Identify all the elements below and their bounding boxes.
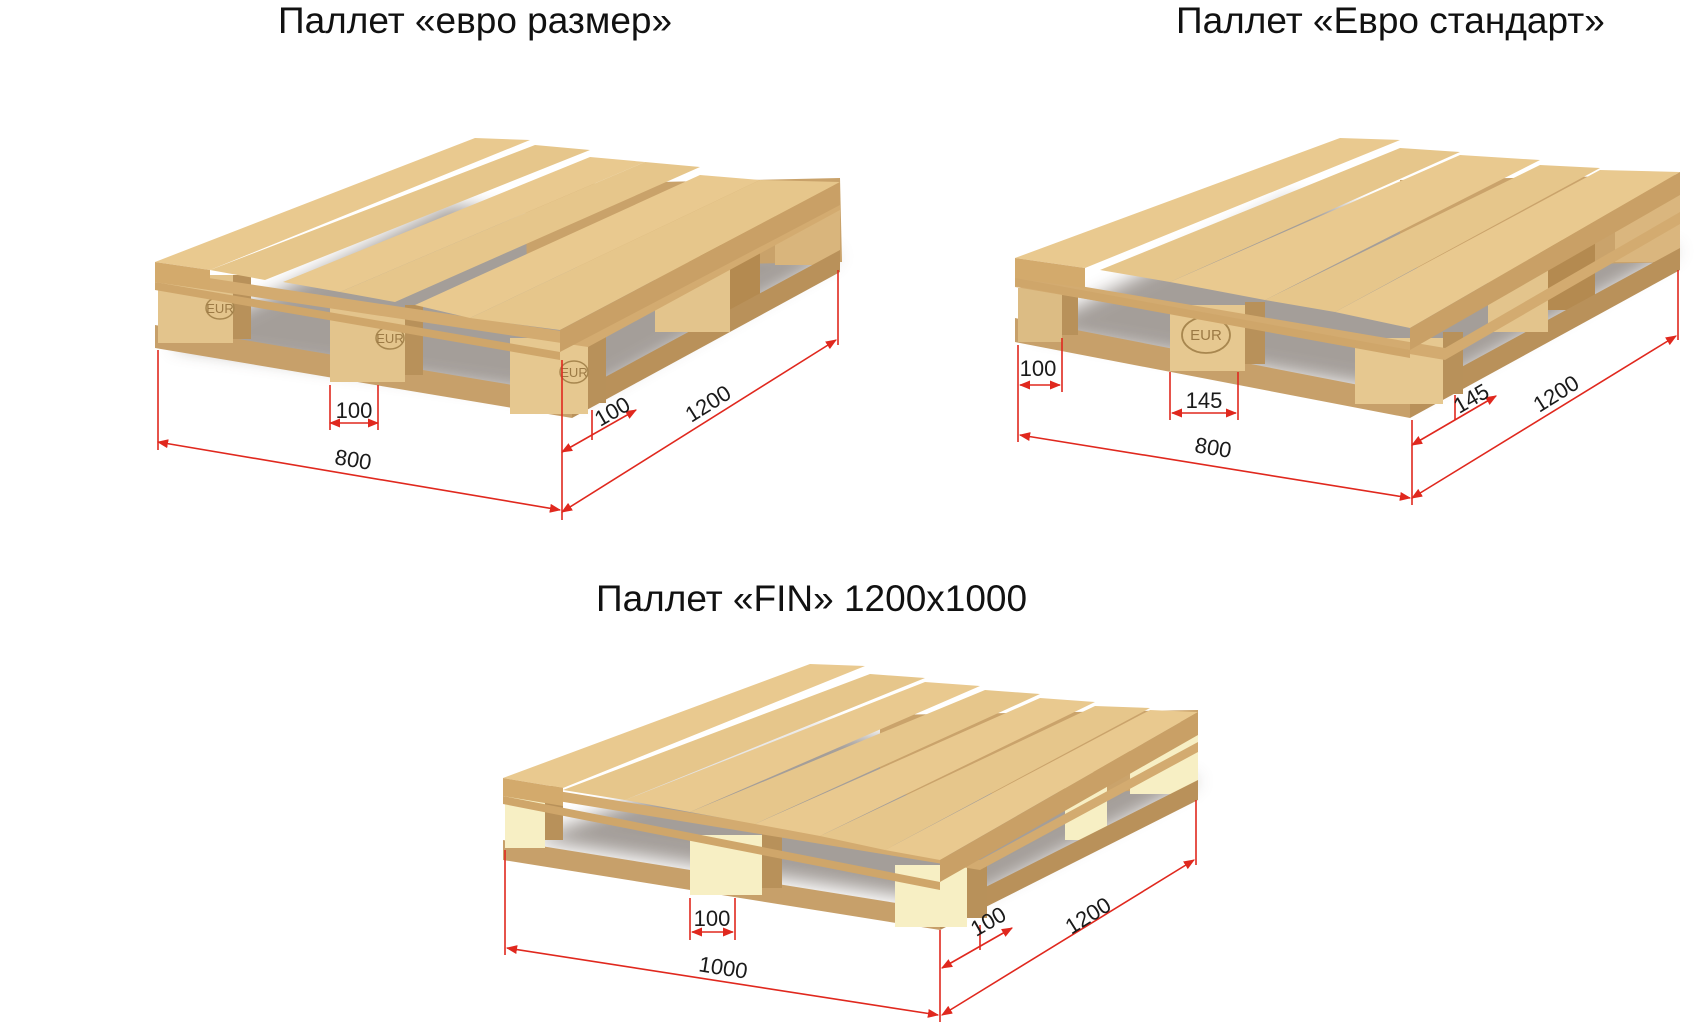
pallet-top-deck [1015, 138, 1680, 358]
pallet-title-fin: Паллет «FIN» 1200x1000 [596, 578, 1028, 619]
svg-text:EUR: EUR [376, 331, 403, 346]
eur-stamp: EUR [559, 360, 589, 384]
pallet-euro-standard: EUR 100 145 800 [1015, 138, 1680, 505]
dim-pallet-width: 800 [333, 444, 373, 474]
pallet-euro-size: EUR EUR EUR [155, 138, 842, 520]
dim-block-width: 100 [694, 906, 731, 931]
dim-pallet-width: 800 [1193, 432, 1233, 462]
dim-block-width: 145 [1186, 388, 1223, 413]
block-front-right [510, 333, 606, 414]
pallet-top-deck [503, 664, 1198, 890]
dim-edge-block: 100 [1020, 356, 1057, 381]
block-front-left [1018, 285, 1078, 342]
pallet-title-euro-size: Паллет «евро размер» [278, 0, 673, 41]
dimension-lines [504, 800, 1197, 1022]
svg-text:EUR: EUR [206, 301, 233, 316]
dim-block-width: 100 [336, 398, 373, 423]
svg-text:EUR: EUR [560, 365, 587, 380]
dim-pallet-length: 1200 [1061, 892, 1116, 939]
pallet-top-deck [155, 138, 840, 360]
dimension-lines [1017, 270, 1679, 505]
pallet-title-euro-standard: Паллет «Евро стандарт» [1176, 0, 1605, 41]
svg-text:EUR: EUR [1190, 327, 1222, 344]
pallet-fin: 100 1000 100 1200 [503, 664, 1200, 1022]
dimension-lines [156, 270, 839, 520]
